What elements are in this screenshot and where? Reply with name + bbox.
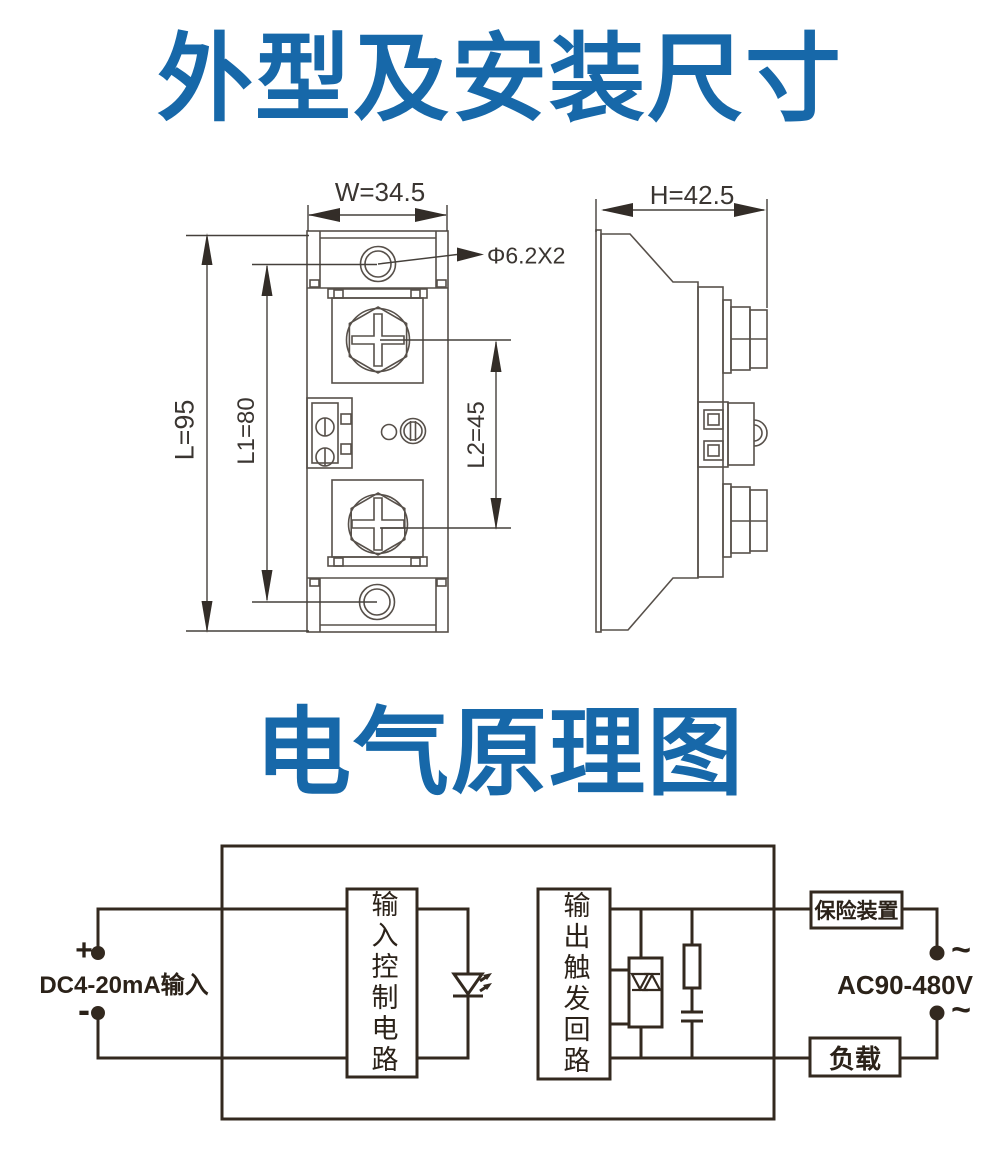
circuit-wiring [96,844,939,1121]
dc-plus-terminal [91,946,105,960]
input-control-block-box [345,887,419,1079]
output-trigger-block-box [536,887,612,1081]
minus-sign: - [78,989,90,1030]
ac-range-label: AC90-480V [837,970,973,1000]
plus-sign: + [75,934,93,967]
dc-input-label: DC4-20mA输入 [39,972,209,999]
dim-l2-label: L2=45 [463,401,490,469]
ac-terminal-bottom [929,1005,945,1021]
fuse-box [809,890,904,930]
triac-triangles [630,972,662,992]
side-view [595,229,768,633]
dc-minus-terminal [91,1006,105,1020]
ac-tilde-bottom: ~ [951,991,971,1029]
ac-terminal-top [929,945,945,961]
input-control-block: 输入控制电路 [347,889,417,1077]
terminal-screw-bottom [331,479,424,558]
dimension-arrowheads [201,203,766,633]
output-trigger-block: 输出触发回路 [538,889,610,1079]
load-label: 负载 [828,1043,881,1074]
load-box [808,1036,902,1078]
ac-tilde-top: ~ [951,931,971,969]
snubber-capacitor [681,988,703,1058]
control-terminal-block [306,397,353,469]
opto-led-symbol [451,972,485,997]
fuse-label: 保险装置 [814,900,899,923]
dim-h-label: H=42.5 [649,180,735,210]
adjust-pot [399,417,427,445]
ssr-outer-box [220,844,776,1121]
outline-dimension-drawing [186,199,768,633]
triac-symbol-box [627,956,664,1029]
output-trigger-block-label: 输出触发回路 [559,891,590,1077]
heatsink-profile [600,233,699,631]
schematic-drawing [91,844,945,1121]
front-view [306,230,449,633]
input-control-block-label: 输入控制电路 [367,890,398,1076]
body-column [697,286,724,578]
terminal-dots [91,945,945,1021]
dim-w-label: W=34.5 [334,177,426,207]
snubber-resistor [682,943,702,990]
led-indicator [380,423,398,441]
dim-l1-label: L1=80 [233,397,260,465]
schematic-title: 电气原理图 [255,700,745,807]
dim-l-label: L=95 [169,399,200,461]
hole-callout-label: Φ6.2X2 [487,242,566,269]
outline-title: 外型及安装尺寸 [157,26,843,133]
